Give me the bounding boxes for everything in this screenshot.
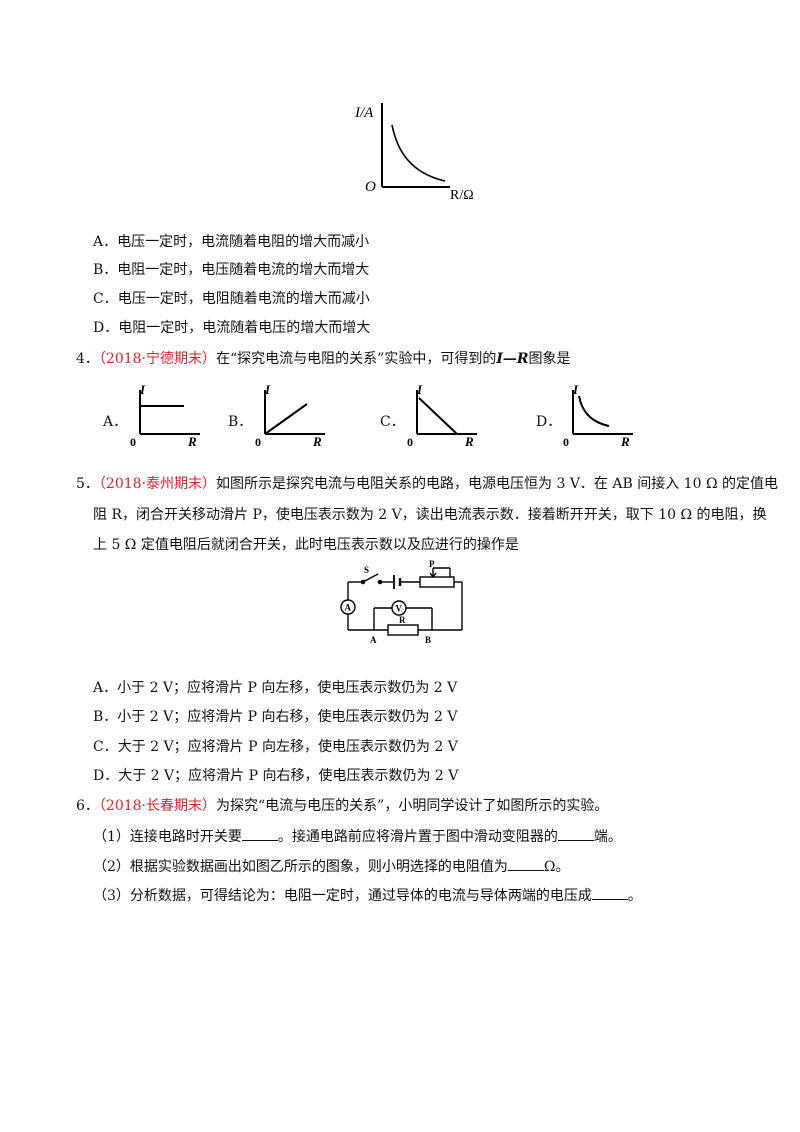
- q4-graph-b[interactable]: I 0 R: [251, 382, 331, 448]
- svg-text:I: I: [416, 382, 423, 397]
- svg-text:I: I: [572, 382, 579, 397]
- y-axis-label: I/A: [355, 105, 374, 121]
- svg-text:R: R: [312, 434, 322, 448]
- q5-stem-line-3: 上 5 Ω 定值电阻后就闭合开关，此时电压表示数以及应进行的操作是: [93, 537, 519, 553]
- q5-stem-line-2: 阻 R，闭合开关移动滑片 P，使电压表示数为 2 V，读出电流表示数．接着断开开…: [93, 507, 767, 523]
- svg-text:A: A: [345, 603, 352, 613]
- q4-graph-c-letter[interactable]: C．: [380, 414, 405, 430]
- q3-option-c[interactable]: C．电压一定时，电阻随着电流的增大而减小: [93, 291, 370, 307]
- svg-text:0: 0: [407, 435, 413, 448]
- svg-text:P: P: [429, 560, 435, 569]
- i-r-graph-figure: I/A O R/Ω: [355, 103, 474, 203]
- svg-text:B: B: [425, 635, 431, 645]
- q3-option-d[interactable]: D．电阻一定时，电流随着电压的增大而增大: [93, 320, 371, 336]
- q4-graph-a[interactable]: I 0 R: [126, 382, 206, 448]
- q6-stem: 6．（2018·长春期末）为探究“电流与电压的关系”，小明同学设计了如图所示的实…: [76, 798, 609, 814]
- q5-option-c[interactable]: C．大于 2 V；应将滑片 P 向左移，使电压表示数仍为 2 V: [93, 739, 458, 755]
- svg-text:0: 0: [563, 435, 569, 448]
- svg-text:0: 0: [255, 435, 261, 448]
- inverse-curve: [391, 124, 446, 182]
- q3-option-a[interactable]: A．电压一定时，电流随着电阻的增大而减小: [93, 234, 370, 250]
- q4-graph-c[interactable]: I 0 R: [403, 382, 483, 448]
- svg-text:V: V: [396, 604, 403, 614]
- svg-text:I: I: [139, 382, 146, 397]
- svg-text:R: R: [620, 434, 630, 448]
- svg-text:R: R: [399, 615, 406, 625]
- q4-graph-b-letter[interactable]: B．: [228, 414, 253, 430]
- q5-option-a[interactable]: A．小于 2 V；应将滑片 P 向左移，使电压表示数仍为 2 V: [93, 680, 458, 696]
- svg-text:A: A: [370, 635, 377, 645]
- origin-label: O: [365, 179, 376, 195]
- q6-source: （2018·长春期末）: [98, 798, 217, 814]
- svg-text:R: R: [187, 434, 197, 448]
- q5-circuit-diagram: S P A V R A B: [340, 560, 463, 645]
- svg-text:S: S: [364, 565, 369, 575]
- q4-source: （2018·宁德期末）: [98, 351, 217, 367]
- q3-option-b[interactable]: B．电阻一定时，电压随着电流的增大而增大: [93, 262, 370, 278]
- answer-blank[interactable]: [507, 858, 544, 871]
- answer-blank[interactable]: [591, 887, 628, 900]
- q6-sub-1: （1）连接电路时开关要。接通电路前应将滑片置于图中滑动变阻器的端。: [93, 828, 622, 845]
- q4-graph-d-letter[interactable]: D．: [536, 414, 562, 430]
- q5-stem-line-1: 5．（2018·泰州期末）如图所示是探究电流与电阻关系的电路，电源电压恒为 3 …: [76, 476, 779, 492]
- q5-source: （2018·泰州期末）: [98, 476, 217, 492]
- q4-stem: 4．（2018·宁德期末）在“探究电流与电阻的关系”实验中，可得到的I—R图象是: [76, 351, 571, 367]
- svg-text:I: I: [264, 382, 271, 397]
- answer-blank[interactable]: [557, 828, 594, 841]
- q4-variable: I—R: [496, 351, 529, 367]
- q5-option-b[interactable]: B．小于 2 V；应将滑片 P 向右移，使电压表示数仍为 2 V: [93, 709, 458, 725]
- q4-graph-a-letter[interactable]: A．: [103, 414, 128, 430]
- answer-blank[interactable]: [241, 828, 278, 841]
- q4-graph-d[interactable]: I 0 R: [559, 382, 639, 448]
- q6-sub-3: （3）分析数据，可得结论为：电阻一定时，通过导体的电流与导体两端的电压成。: [93, 887, 642, 904]
- svg-text:R: R: [464, 434, 474, 448]
- svg-text:0: 0: [130, 435, 136, 448]
- q5-option-d[interactable]: D．大于 2 V；应将滑片 P 向右移，使电压表示数仍为 2 V: [93, 768, 459, 784]
- x-axis-label: R/Ω: [450, 188, 474, 203]
